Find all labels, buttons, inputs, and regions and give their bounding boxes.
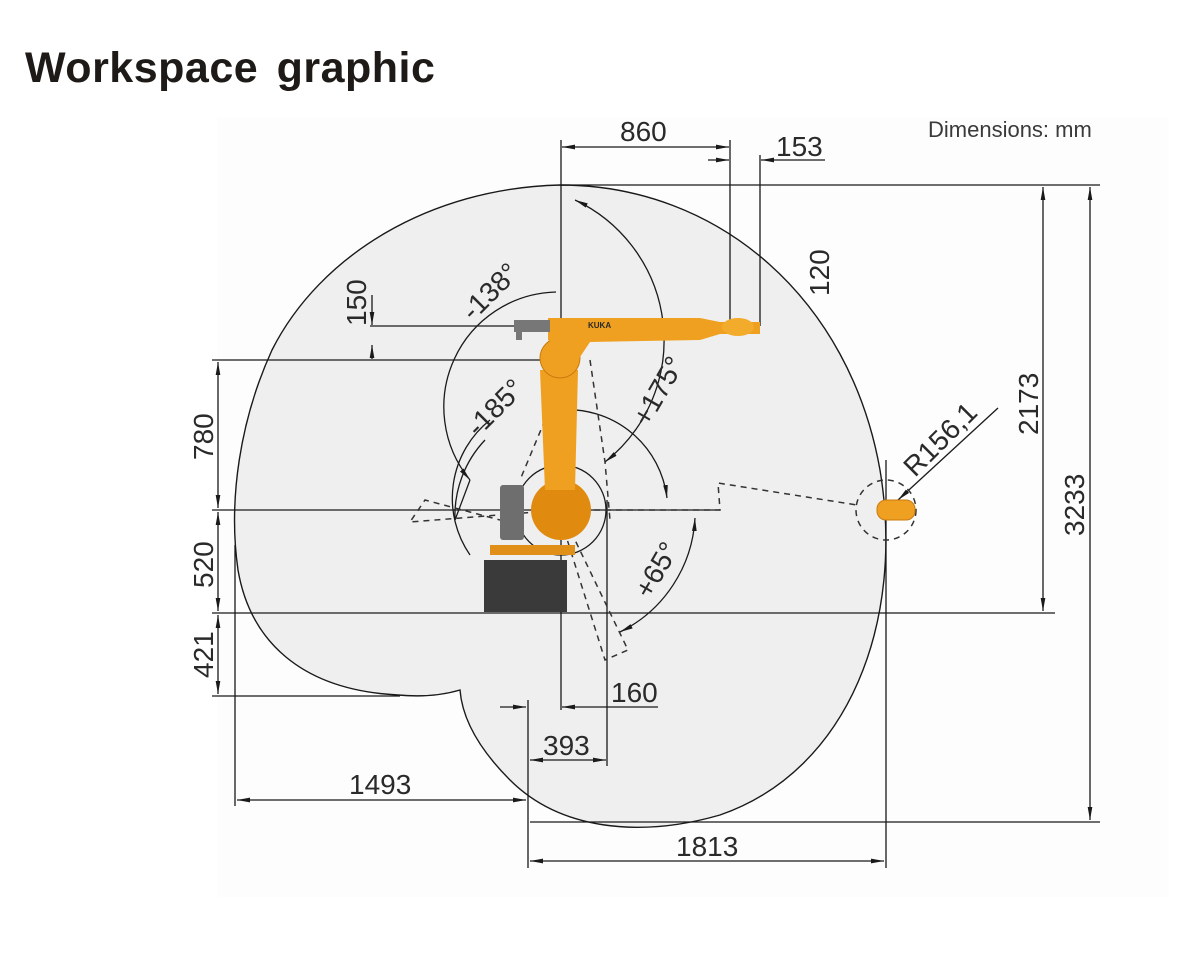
dim-120: 120 [804, 249, 835, 296]
robot-arm: KUKA [490, 318, 760, 555]
dim-160: 160 [611, 677, 658, 708]
dim-780: 780 [188, 413, 219, 460]
dim-3233: 3233 [1059, 474, 1090, 536]
alternate-arm-positions [408, 359, 917, 662]
dim-153: 153 [776, 131, 823, 162]
axis-1-motor [500, 485, 524, 540]
dim-1813: 1813 [676, 831, 738, 862]
flange-at-max-reach [876, 499, 916, 521]
kuka-logo: KUKA [588, 321, 611, 330]
page-title: Workspace graphic [25, 44, 436, 92]
dim-393: 393 [543, 730, 590, 761]
dim-2173: 2173 [1013, 373, 1044, 435]
dim-520: 520 [188, 541, 219, 588]
dim-1493: 1493 [349, 769, 411, 800]
robot-base [484, 560, 567, 612]
dimension-lines [215, 144, 1093, 864]
dim-150: 150 [341, 279, 372, 326]
dim-421: 421 [188, 631, 219, 678]
units-label: Dimensions: mm [928, 117, 1092, 142]
dim-860: 860 [620, 116, 667, 147]
dim-flange-radius: R156,1 [897, 396, 983, 482]
